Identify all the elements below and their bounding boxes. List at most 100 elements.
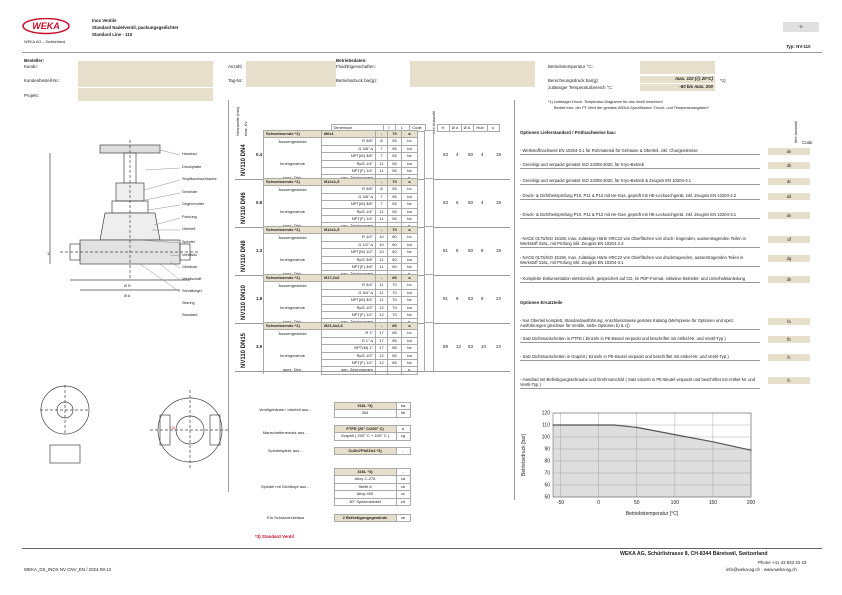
data-point	[552, 424, 554, 426]
kundenbestell-field[interactable]	[78, 74, 213, 87]
option-code[interactable]: de	[768, 148, 810, 155]
select-box[interactable]	[424, 322, 434, 372]
weld-label: Schweissende *2)	[263, 321, 322, 331]
option-code[interactable]: de	[768, 212, 810, 219]
option-code[interactable]: dg	[768, 255, 810, 262]
weld-label: Schweissende *2)	[263, 129, 322, 139]
data-point	[613, 424, 615, 426]
header-line3: Standard Line - 110	[92, 32, 133, 37]
betriebstemp-field[interactable]	[640, 61, 715, 74]
conn-l: 11	[375, 167, 388, 176]
conn-dim: NPT(F) 1/2"	[321, 311, 376, 320]
material-row[interactable]: Spindelspitze aus ...CuSn7Pb6Zn4 *3)-	[238, 446, 411, 456]
kv-value: 0.4	[256, 152, 263, 157]
select-box[interactable]	[424, 274, 434, 324]
seal-material: Manschettenersatz aus ...PTFE (20° C/200…	[238, 424, 411, 441]
header-line1: Inox Ventile	[92, 18, 117, 23]
weld-dim: Ø12x1,5	[321, 177, 376, 187]
conn-L: 70	[387, 311, 402, 320]
conn-code: bb	[401, 167, 418, 176]
tagnr-field[interactable]	[246, 74, 336, 87]
spare-code[interactable]: fb	[768, 336, 810, 343]
anzahl-label: Anzahl:	[228, 64, 243, 69]
fluid-field[interactable]	[410, 61, 535, 74]
conn-dim: RpG 1/2"	[321, 303, 376, 313]
weld-code: a	[401, 321, 418, 331]
select-box[interactable]	[424, 178, 434, 228]
y-tick-label: 120	[542, 411, 551, 417]
option-code[interactable]: db	[768, 162, 810, 169]
material-code: cd	[395, 497, 411, 507]
select-box[interactable]	[424, 130, 434, 180]
anzahl-field[interactable]	[246, 61, 336, 74]
material-row[interactable]: Ventilgehäuse / oberteil aus ...316L *3)…	[238, 401, 411, 412]
conn-l: 7	[375, 152, 388, 161]
option-code[interactable]: dh	[768, 276, 810, 283]
y-tick-label: 90	[544, 447, 550, 453]
spare-code[interactable]: fa	[768, 318, 810, 325]
conn-dim: RpG 1/4"	[321, 159, 376, 169]
conn-type: Innengewinde	[263, 160, 322, 168]
dim-value: 6	[456, 200, 459, 205]
callout-4: Gegenmutter	[182, 202, 205, 206]
conn-type: Innengewinde	[263, 208, 322, 216]
weld-L: 85	[387, 273, 402, 283]
option-code[interactable]: dc	[768, 178, 810, 185]
option-code[interactable]: dd	[768, 193, 810, 200]
weld-code: a	[401, 129, 418, 139]
material-value: 30° Spitzenwinkel	[333, 497, 397, 507]
material-row[interactable]: Graphit ( 200° C + 400° C )cg	[238, 432, 411, 441]
option-code[interactable]: df	[768, 236, 810, 243]
betriebsdruck-field[interactable]	[410, 74, 535, 87]
conn-L: 55	[387, 159, 402, 169]
rot-header-0: Nennweite (mm)	[235, 106, 240, 136]
select-box[interactable]	[424, 226, 434, 276]
option-item: - Druck- & Dichtheitsprüfung P10, P11 & …	[520, 193, 760, 201]
footer-phone: Phone +41 43 833 43 43	[758, 560, 807, 565]
callout-3: Gewinde	[182, 190, 197, 194]
conn-type	[263, 359, 322, 367]
dim-value: 19	[496, 152, 501, 157]
footer-web[interactable]: info@weka-ag.ch · www.weka-ag.ch	[726, 567, 797, 572]
options-title: Optionen Lieferstandard / Prüfnachweise …	[520, 130, 617, 135]
conn-code: bc	[401, 329, 418, 338]
material-code: d	[395, 424, 411, 434]
conn-l: 11	[375, 207, 388, 217]
footer-company: WEKA AG, Schürlistrasse 8, CH-8344 Bäret…	[620, 551, 768, 557]
conn-code: bc	[401, 281, 418, 290]
x-tick-label: 150	[709, 500, 718, 506]
material-row[interactable]: Spindel mit Dichtkopf aus ...316L *3)-	[238, 467, 411, 489]
temp-value: -60 bis max. 200	[640, 84, 715, 91]
projekt-field[interactable]	[78, 88, 213, 101]
dim-value: 50	[468, 248, 473, 253]
tagnr-label: Tag-Nr.:	[228, 78, 244, 83]
y-tick-label: 110	[542, 423, 550, 429]
conn-type	[263, 145, 322, 153]
conn-type: Aussengewinde	[263, 233, 322, 242]
conn-l: 10	[375, 248, 388, 257]
conn-l: 11	[375, 255, 388, 265]
conn-code: bb	[401, 359, 418, 368]
spare-code[interactable]: fc	[768, 354, 810, 361]
option-item: - NACE 0175/ISO 15156, max. zulässige Hä…	[520, 255, 760, 268]
material-value: 2 Befestigungsgewinde	[333, 513, 397, 523]
kunde-field[interactable]	[78, 61, 213, 74]
material-row[interactable]: Manschettenersatz aus ...PTFE (20° C/200…	[238, 424, 411, 435]
callout-8: Ventilsitz	[182, 253, 197, 257]
weld-L: 70	[387, 225, 402, 235]
weld-dim: Ø21,3x2,6	[321, 321, 376, 331]
dim-d: Ø D	[124, 284, 131, 288]
spare-code[interactable]: fc	[768, 377, 810, 384]
